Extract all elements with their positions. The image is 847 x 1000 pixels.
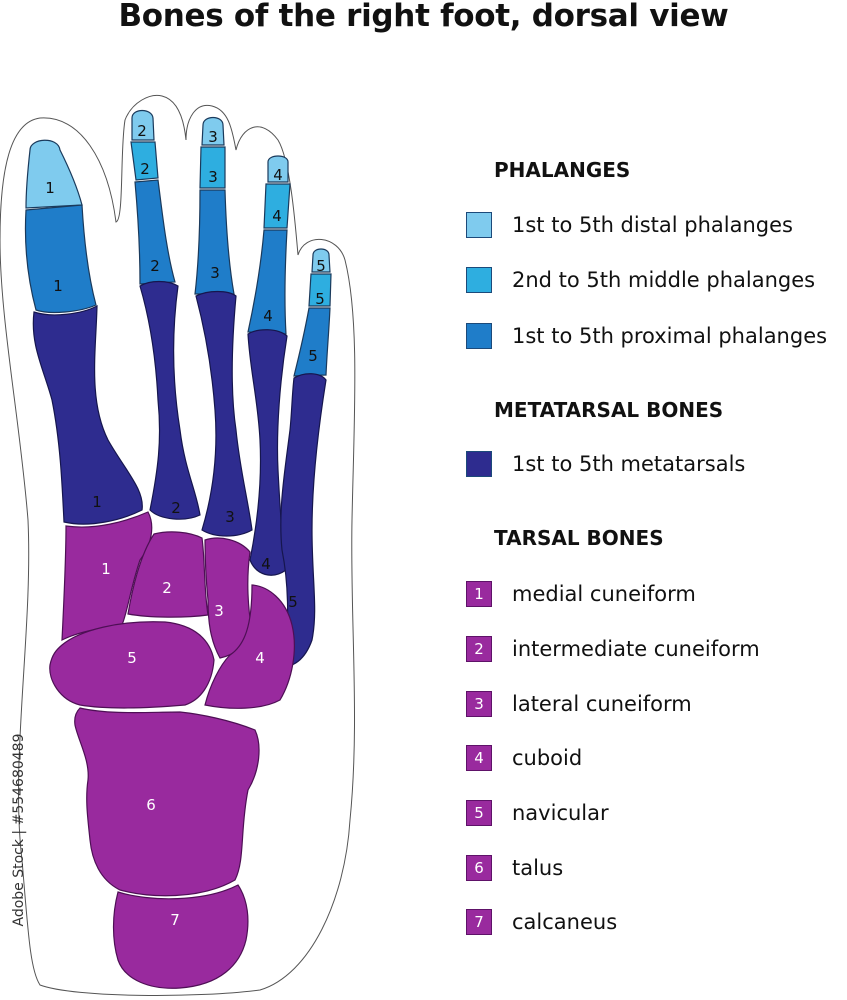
proximal-phalanx-5 (293, 307, 331, 377)
legend-label-metatarsals: 1st to 5th metatarsals (512, 452, 746, 476)
legend-heading-phalanges: PHALANGES (494, 158, 631, 182)
navicular (49, 621, 215, 709)
legend-label-tarsal-1: medial cuneiform (512, 582, 696, 606)
legend-item-tarsal-4: 4 cuboid (466, 744, 582, 772)
legend-item-metatarsals: 1st to 5th metatarsals (466, 450, 745, 478)
swatch-tarsal-5: 5 (466, 800, 492, 826)
label-middle-2: 2 (140, 160, 150, 178)
legend-item-tarsal-6: 6 talus (466, 854, 563, 882)
distal-phalanx-3 (201, 116, 225, 146)
legend-label-distal: 1st to 5th distal phalanges (512, 213, 793, 237)
metatarsal-5 (280, 373, 327, 667)
proximal-phalanx-4 (247, 229, 288, 335)
legend-label-proximal: 1st to 5th proximal phalanges (512, 324, 828, 348)
legend-label-tarsal-3: lateral cuneiform (512, 692, 692, 716)
metatarsal-1 (32, 304, 143, 525)
bone-number-labels: 1 2 3 4 5 2 3 4 5 1 2 3 4 5 1 2 3 4 5 (45, 122, 326, 611)
watermark-text: Adobe Stock | #554680489 (11, 733, 27, 927)
label-metatarsal-5: 5 (288, 593, 298, 611)
label-metatarsal-3: 3 (225, 508, 235, 526)
swatch-tarsal-7: 7 (466, 909, 492, 935)
middle-phalanges (130, 141, 332, 307)
legend-item-tarsal-2: 2 intermediate cuneiform (466, 635, 760, 663)
label-tarsal-6: 6 (146, 796, 156, 814)
label-distal-4: 4 (273, 166, 283, 184)
label-middle-5: 5 (315, 290, 325, 308)
swatch-tarsal-4: 4 (466, 745, 492, 771)
distal-phalanx-4 (267, 155, 289, 183)
legend-heading-tarsals: TARSAL BONES (494, 526, 664, 550)
legend-label-tarsal-7: calcaneus (512, 910, 618, 934)
legend-item-tarsal-1: 1 medial cuneiform (466, 580, 696, 608)
label-distal-5: 5 (316, 257, 326, 275)
distal-phalanx-2 (131, 109, 155, 141)
proximal-phalanges (24, 179, 331, 377)
swatch-proximal (466, 323, 492, 349)
metatarsal-2 (139, 280, 201, 520)
label-tarsal-7: 7 (170, 911, 180, 929)
proximal-phalanx-2 (134, 179, 176, 285)
label-metatarsal-1: 1 (92, 493, 102, 511)
proximal-phalanx-3 (194, 189, 235, 295)
medial-cuneiform (61, 511, 153, 641)
label-distal-2: 2 (137, 122, 147, 140)
label-proximal-3: 3 (210, 264, 220, 282)
swatch-tarsal-1: 1 (466, 581, 492, 607)
legend-label-tarsal-6: talus (512, 856, 564, 880)
metatarsals (32, 280, 327, 667)
middle-phalanx-2 (130, 141, 159, 181)
label-proximal-5: 5 (308, 347, 318, 365)
tarsal-number-labels: 1 2 3 4 5 6 7 (101, 560, 265, 929)
foot-outline (0, 94, 356, 996)
intermediate-cuneiform (127, 531, 209, 618)
legend-label-tarsal-5: navicular (512, 801, 609, 825)
legend-item-tarsal-7: 7 calcaneus (466, 908, 617, 936)
legend-item-distal: 1st to 5th distal phalanges (466, 211, 793, 239)
distal-phalanges (25, 109, 331, 273)
legend-label-tarsal-4: cuboid (512, 746, 583, 770)
label-middle-4: 4 (272, 207, 282, 225)
legend-label-tarsal-2: intermediate cuneiform (512, 637, 760, 661)
middle-phalanx-5 (308, 273, 332, 307)
label-proximal-2: 2 (150, 257, 160, 275)
label-tarsal-5: 5 (127, 649, 137, 667)
label-tarsal-3: 3 (214, 602, 224, 620)
label-proximal-4: 4 (263, 307, 273, 325)
legend-item-middle: 2nd to 5th middle phalanges (466, 266, 815, 294)
label-distal-3: 3 (208, 128, 218, 146)
talus (74, 707, 260, 897)
cuboid (204, 584, 295, 709)
label-tarsal-2: 2 (162, 579, 172, 597)
tarsals (49, 511, 295, 989)
metatarsal-3 (195, 290, 253, 537)
page-title: Bones of the right foot, dorsal view (118, 0, 729, 34)
label-middle-3: 3 (208, 168, 218, 186)
stock-watermark: Adobe Stock | #554680489 (6, 734, 32, 927)
legend-item-proximal: 1st to 5th proximal phalanges (466, 322, 827, 350)
label-metatarsal-2: 2 (171, 499, 181, 517)
label-distal-1: 1 (45, 179, 55, 197)
proximal-phalanx-1 (24, 204, 97, 314)
distal-phalanx-1 (25, 139, 83, 209)
swatch-distal (466, 212, 492, 238)
swatch-middle (466, 267, 492, 293)
legend-heading-metatarsals: METATARSAL BONES (494, 398, 724, 422)
calcaneus (112, 884, 249, 989)
label-metatarsal-4: 4 (261, 555, 271, 573)
legend-item-tarsal-3: 3 lateral cuneiform (466, 690, 692, 718)
swatch-tarsal-6: 6 (466, 855, 492, 881)
swatch-tarsal-3: 3 (466, 691, 492, 717)
middle-phalanx-3 (199, 146, 226, 189)
middle-phalanx-4 (263, 183, 291, 229)
label-tarsal-1: 1 (101, 560, 111, 578)
label-tarsal-4: 4 (255, 649, 265, 667)
label-proximal-1: 1 (53, 277, 63, 295)
legend-label-middle: 2nd to 5th middle phalanges (512, 268, 816, 292)
distal-phalanx-5 (311, 248, 331, 273)
swatch-tarsal-2: 2 (466, 636, 492, 662)
swatch-metatarsals (466, 451, 492, 477)
legend-item-tarsal-5: 5 navicular (466, 799, 609, 827)
